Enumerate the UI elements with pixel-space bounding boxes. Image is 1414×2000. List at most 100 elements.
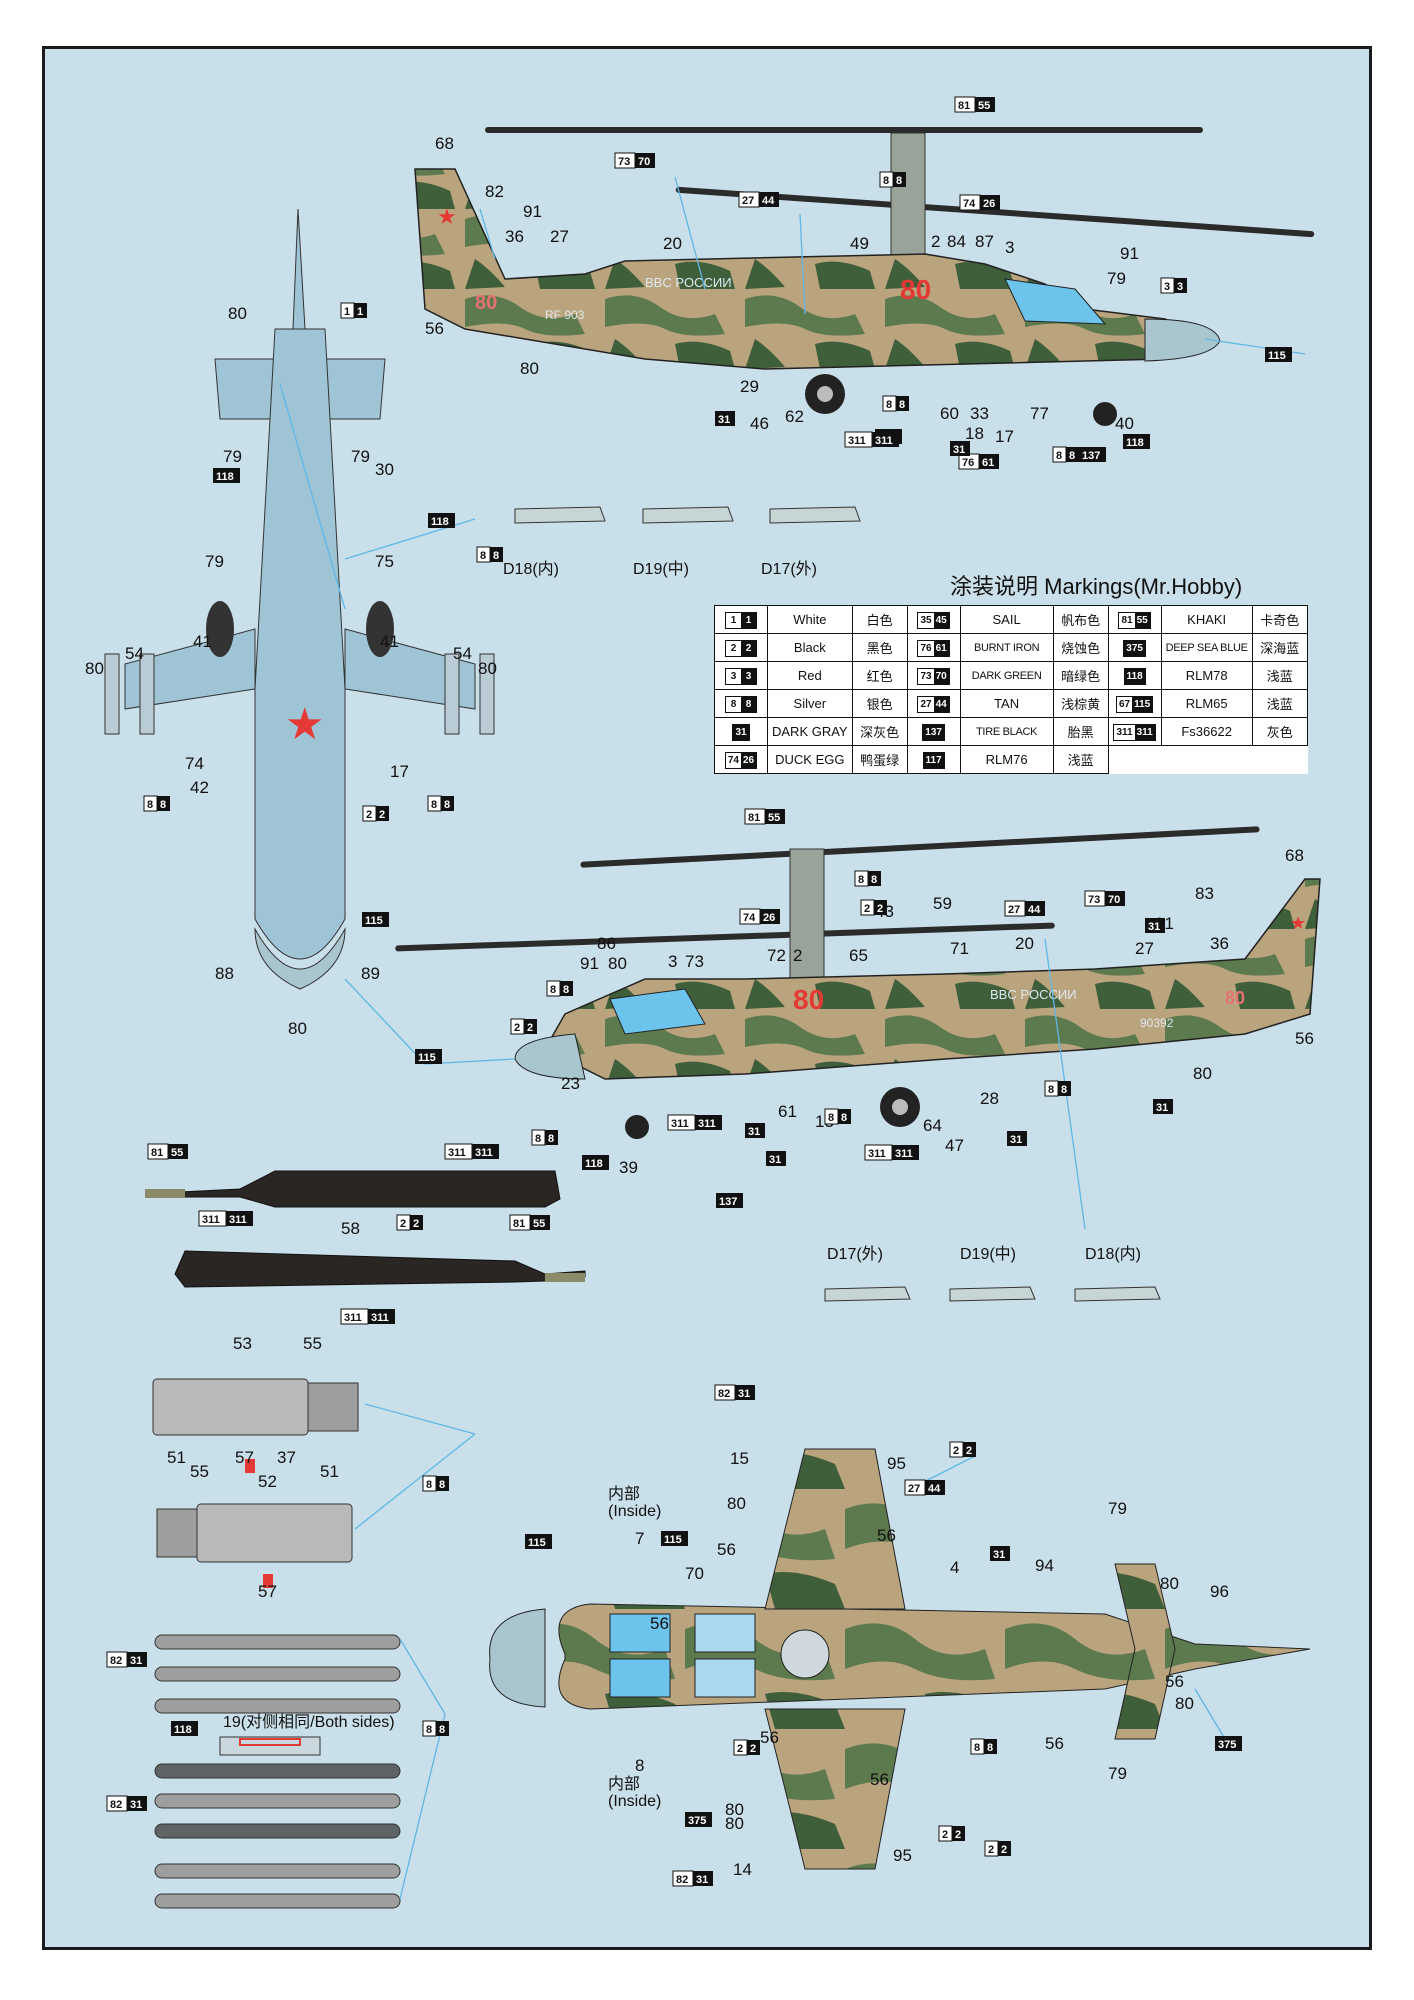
svg-text:27: 27 (1008, 904, 1020, 916)
svg-text:8: 8 (535, 1133, 541, 1145)
svg-text:79: 79 (1108, 1764, 1127, 1783)
svg-text:80: 80 (85, 659, 104, 678)
svg-text:118: 118 (216, 471, 234, 483)
svg-text:96: 96 (1210, 1582, 1229, 1601)
svg-text:8: 8 (871, 874, 877, 886)
legend-color-name-cn: 烧蚀色 (1052, 633, 1109, 662)
svg-text:311: 311 (344, 1312, 362, 1324)
svg-text:41: 41 (380, 632, 399, 651)
svg-text:53: 53 (233, 1334, 252, 1353)
svg-text:2: 2 (864, 903, 870, 915)
fuselage-left (414, 168, 1207, 370)
paint-code-chip: 115 (661, 1531, 688, 1546)
svg-text:375: 375 (688, 1815, 706, 1827)
inside-label: 内部 (608, 1485, 640, 1503)
svg-text:82: 82 (485, 182, 504, 201)
legend-code-cell: 137 (906, 717, 961, 746)
svg-text:8: 8 (548, 1133, 554, 1145)
legend-color-name: TIRE BLACK (959, 717, 1054, 746)
paint-code-chip: 375 (1215, 1736, 1242, 1751)
callouts-rotor-blades: 58 (341, 1219, 360, 1238)
svg-text:73: 73 (1088, 894, 1100, 906)
legend-color-name: DUCK EGG (767, 745, 853, 774)
svg-text:80: 80 (1193, 1064, 1212, 1083)
svg-text:91: 91 (580, 954, 599, 973)
svg-text:2: 2 (400, 1218, 406, 1230)
tail-number-right: 80 (1225, 988, 1245, 1008)
paint-code-chip: 118 (1123, 434, 1150, 449)
svg-text:28: 28 (980, 1089, 999, 1108)
svg-text:40: 40 (1115, 414, 1134, 433)
missile-1 (154, 1634, 401, 1650)
callouts-bottom-view: 15 95 80 56 79 80 96 56 7 70 56 4 94 80 … (635, 1449, 1229, 1879)
wing-lower-bottomview (764, 1708, 906, 1870)
legend-color-name-cn: 浅蓝 (1251, 661, 1308, 690)
svg-text:27: 27 (1135, 939, 1154, 958)
paint-code-chip: 137 (922, 723, 945, 741)
star-marking-tail: ★ (437, 204, 457, 229)
svg-text:86: 86 (597, 934, 616, 953)
svg-text:74: 74 (963, 198, 976, 210)
svg-text:20: 20 (1015, 934, 1034, 953)
svg-text:2: 2 (379, 809, 385, 821)
canopy-left (1004, 278, 1107, 325)
svg-text:17: 17 (390, 762, 409, 781)
svg-text:8: 8 (439, 1479, 445, 1491)
svg-text:3: 3 (668, 952, 677, 971)
legend-color-name: RLM65 (1160, 689, 1253, 718)
svg-text:47: 47 (945, 1136, 964, 1155)
svg-text:68: 68 (435, 134, 454, 153)
missile-2 (154, 1666, 401, 1682)
legend-title: 涂装说明 Markings(Mr.Hobby) (950, 574, 1243, 599)
missile-5 (154, 1793, 401, 1809)
svg-text:8: 8 (493, 550, 499, 562)
side-number-right: 80 (793, 984, 824, 1015)
svg-text:137: 137 (719, 1196, 737, 1208)
svg-text:56: 56 (1165, 1672, 1184, 1691)
paint-code-chip: 118 (171, 1721, 198, 1736)
svg-text:80: 80 (608, 954, 627, 973)
legend-color-name-cn: 白色 (851, 605, 908, 634)
legend-color-name-cn: 浅棕黄 (1052, 689, 1109, 718)
legend-color-name: RLM76 (959, 745, 1054, 774)
legend-color-name: DARK GRAY (767, 717, 853, 746)
nose-radome-right (514, 1033, 586, 1080)
svg-text:89: 89 (361, 964, 380, 983)
svg-text:8: 8 (439, 1724, 445, 1736)
svg-text:61: 61 (982, 457, 994, 469)
svg-text:68: 68 (1285, 846, 1304, 865)
legend-color-name: SAIL (959, 605, 1054, 634)
svg-text:31: 31 (993, 1549, 1005, 1561)
legend-color-name-cn: 灰色 (1251, 717, 1308, 746)
svg-text:D19(中): D19(中) (960, 1245, 1016, 1263)
rotor-blade-details (145, 1170, 586, 1288)
svg-text:77: 77 (1030, 404, 1049, 423)
drawing-canvas: ★ 80 80 BBC POCCИИ RF 903 ★ (85, 96, 1321, 1909)
svg-text:2: 2 (527, 1022, 533, 1034)
svg-text:31: 31 (1010, 1134, 1022, 1146)
paint-code-chip: 31 (732, 723, 750, 741)
legend-color-name-cn: 鸭蛋绿 (851, 745, 908, 774)
svg-text:82: 82 (718, 1388, 730, 1400)
svg-text:70: 70 (1108, 894, 1120, 906)
missiles (154, 1634, 401, 1909)
serial-left: RF 903 (545, 308, 585, 322)
